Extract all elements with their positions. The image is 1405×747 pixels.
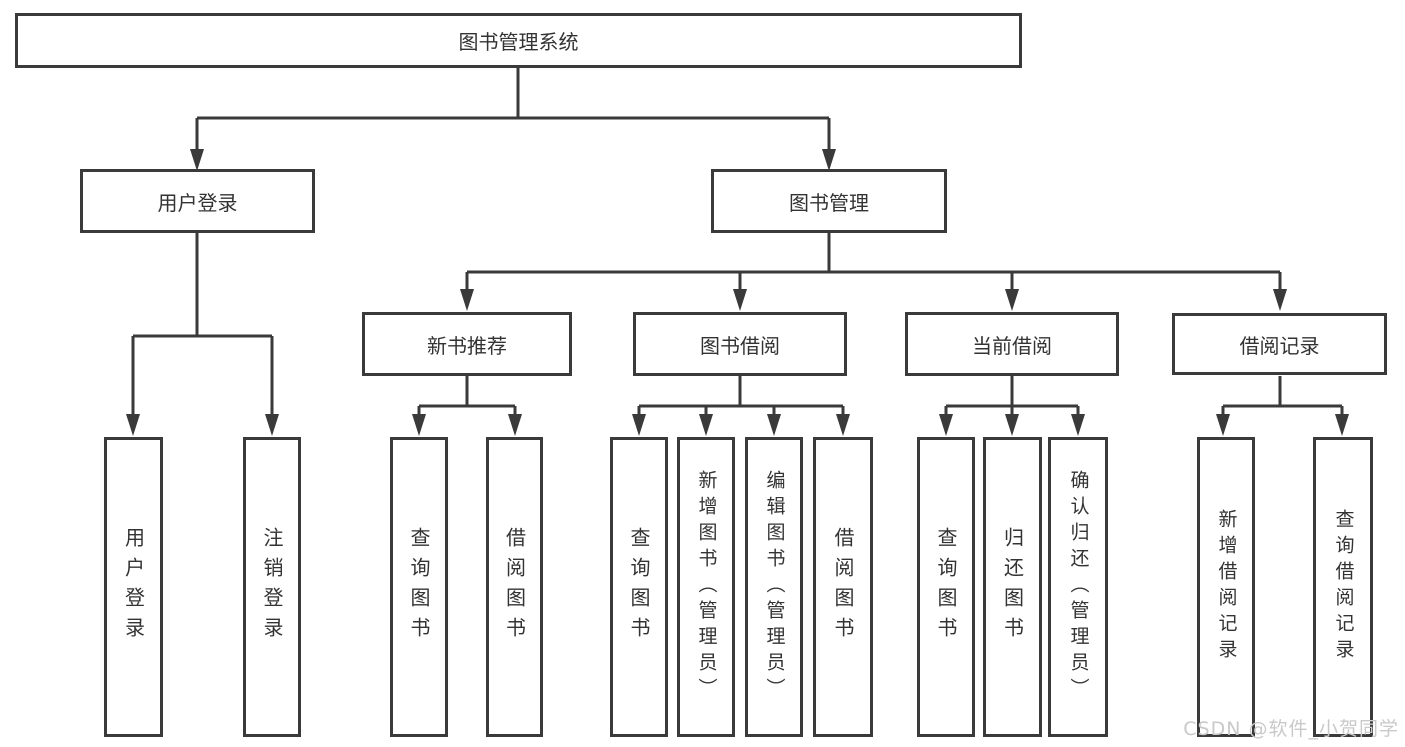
leaf-borrow-books-recommend: 借阅图书 <box>486 437 543 737</box>
arrowhead-icon <box>1005 414 1019 436</box>
leaf-add-borrow-record: 新增借阅记录 <box>1197 437 1255 737</box>
arrowhead-icon <box>190 149 204 171</box>
arrowhead-icon <box>1216 414 1230 436</box>
leaf-query-books-current: 查询图书 <box>917 437 975 737</box>
leaf-return-books: 归还图书 <box>983 437 1042 737</box>
leaf-confirm-return-admin: 确认归还（管理员） <box>1048 437 1108 737</box>
leaf-add-books-admin: 新增图书（管理员） <box>677 437 735 737</box>
arrowhead-icon <box>822 149 836 171</box>
leaf-query-books-recommend: 查询图书 <box>390 437 448 737</box>
node-new-book-recommendation: 新书推荐 <box>362 312 572 376</box>
node-book-management: 图书管理 <box>711 169 947 233</box>
arrowhead-icon <box>412 414 426 436</box>
arrowhead-icon <box>836 414 850 436</box>
node-book-borrowing: 图书借阅 <box>633 312 847 376</box>
arrowhead-icon <box>460 289 474 311</box>
arrowhead-icon <box>1005 289 1019 311</box>
arrowhead-icon <box>699 414 713 436</box>
arrowhead-icon <box>1335 414 1349 436</box>
csdn-watermark: CSDN @软件_小贺同学 <box>1183 718 1399 740</box>
arrowhead-icon <box>939 414 953 436</box>
arrowhead-icon <box>265 414 279 436</box>
arrowhead-icon <box>1071 414 1085 436</box>
arrowhead-icon <box>508 414 522 436</box>
node-library-system: 图书管理系统 <box>15 13 1022 68</box>
node-current-borrowing: 当前借阅 <box>905 312 1119 376</box>
node-user-login: 用户登录 <box>80 169 315 233</box>
arrowhead-icon <box>126 414 140 436</box>
leaf-logout: 注销登录 <box>243 437 301 737</box>
arrowhead-icon <box>632 414 646 436</box>
arrowhead-icon <box>733 289 747 311</box>
leaf-borrow-books-borrowing: 借阅图书 <box>813 437 873 737</box>
leaf-query-books-borrowing: 查询图书 <box>610 437 668 737</box>
node-borrowing-records: 借阅记录 <box>1172 313 1387 375</box>
leaf-user-login: 用户登录 <box>104 437 163 737</box>
arrowhead-icon <box>767 414 781 436</box>
leaf-query-borrow-record: 查询借阅记录 <box>1313 437 1373 737</box>
arrowhead-icon <box>1273 289 1287 311</box>
leaf-edit-books-admin: 编辑图书（管理员） <box>745 437 803 737</box>
